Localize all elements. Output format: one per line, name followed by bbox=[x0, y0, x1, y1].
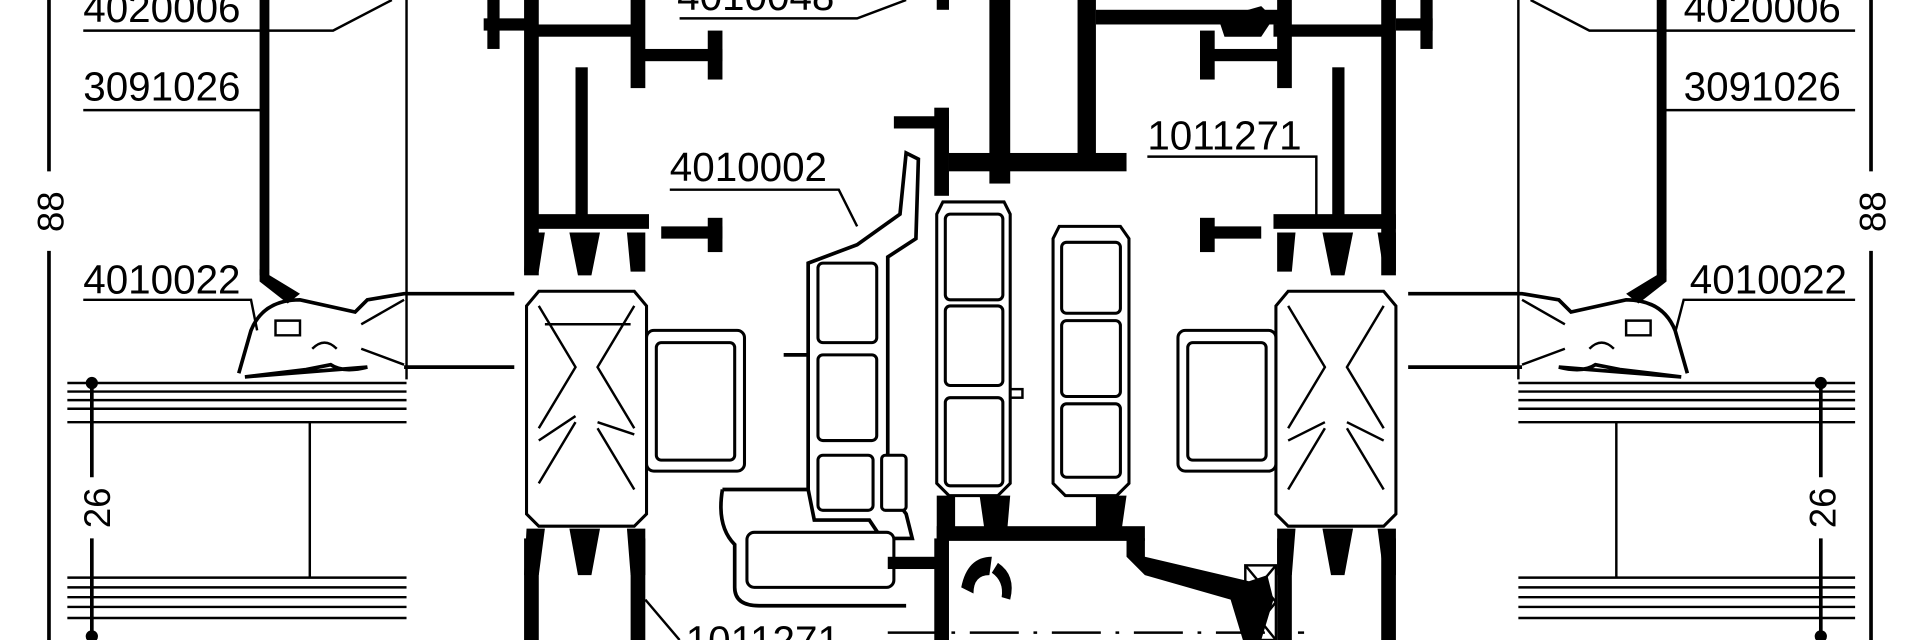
dimension-left-26: 26 bbox=[77, 487, 118, 528]
label-bottom-1011271: 1011271 bbox=[686, 618, 840, 640]
right-frame-profile bbox=[1176, 0, 1433, 640]
label-4010002: 4010002 bbox=[670, 144, 827, 190]
dimension-right-26: 26 bbox=[1802, 487, 1843, 528]
leader-lines bbox=[83, 0, 1856, 334]
label-right-1011271: 1011271 bbox=[1147, 112, 1301, 158]
label-left-4020006: 4020006 bbox=[83, 0, 240, 31]
label-top-center: 4010048 bbox=[677, 0, 834, 19]
label-right-4020006: 4020006 bbox=[1684, 0, 1841, 31]
label-left-3091026: 3091026 bbox=[83, 63, 240, 109]
right-glazing bbox=[1408, 0, 1873, 640]
dimension-right-88: 88 bbox=[1853, 191, 1894, 232]
dimension-left-88: 88 bbox=[31, 191, 72, 232]
left-frame-profile bbox=[483, 0, 747, 640]
label-right-3091026: 3091026 bbox=[1684, 63, 1841, 109]
label-right-4010022: 4010022 bbox=[1690, 257, 1847, 303]
center-sash-profile bbox=[719, 0, 1305, 640]
label-left-4010022: 4010022 bbox=[83, 257, 240, 303]
left-glazing bbox=[47, 0, 515, 640]
